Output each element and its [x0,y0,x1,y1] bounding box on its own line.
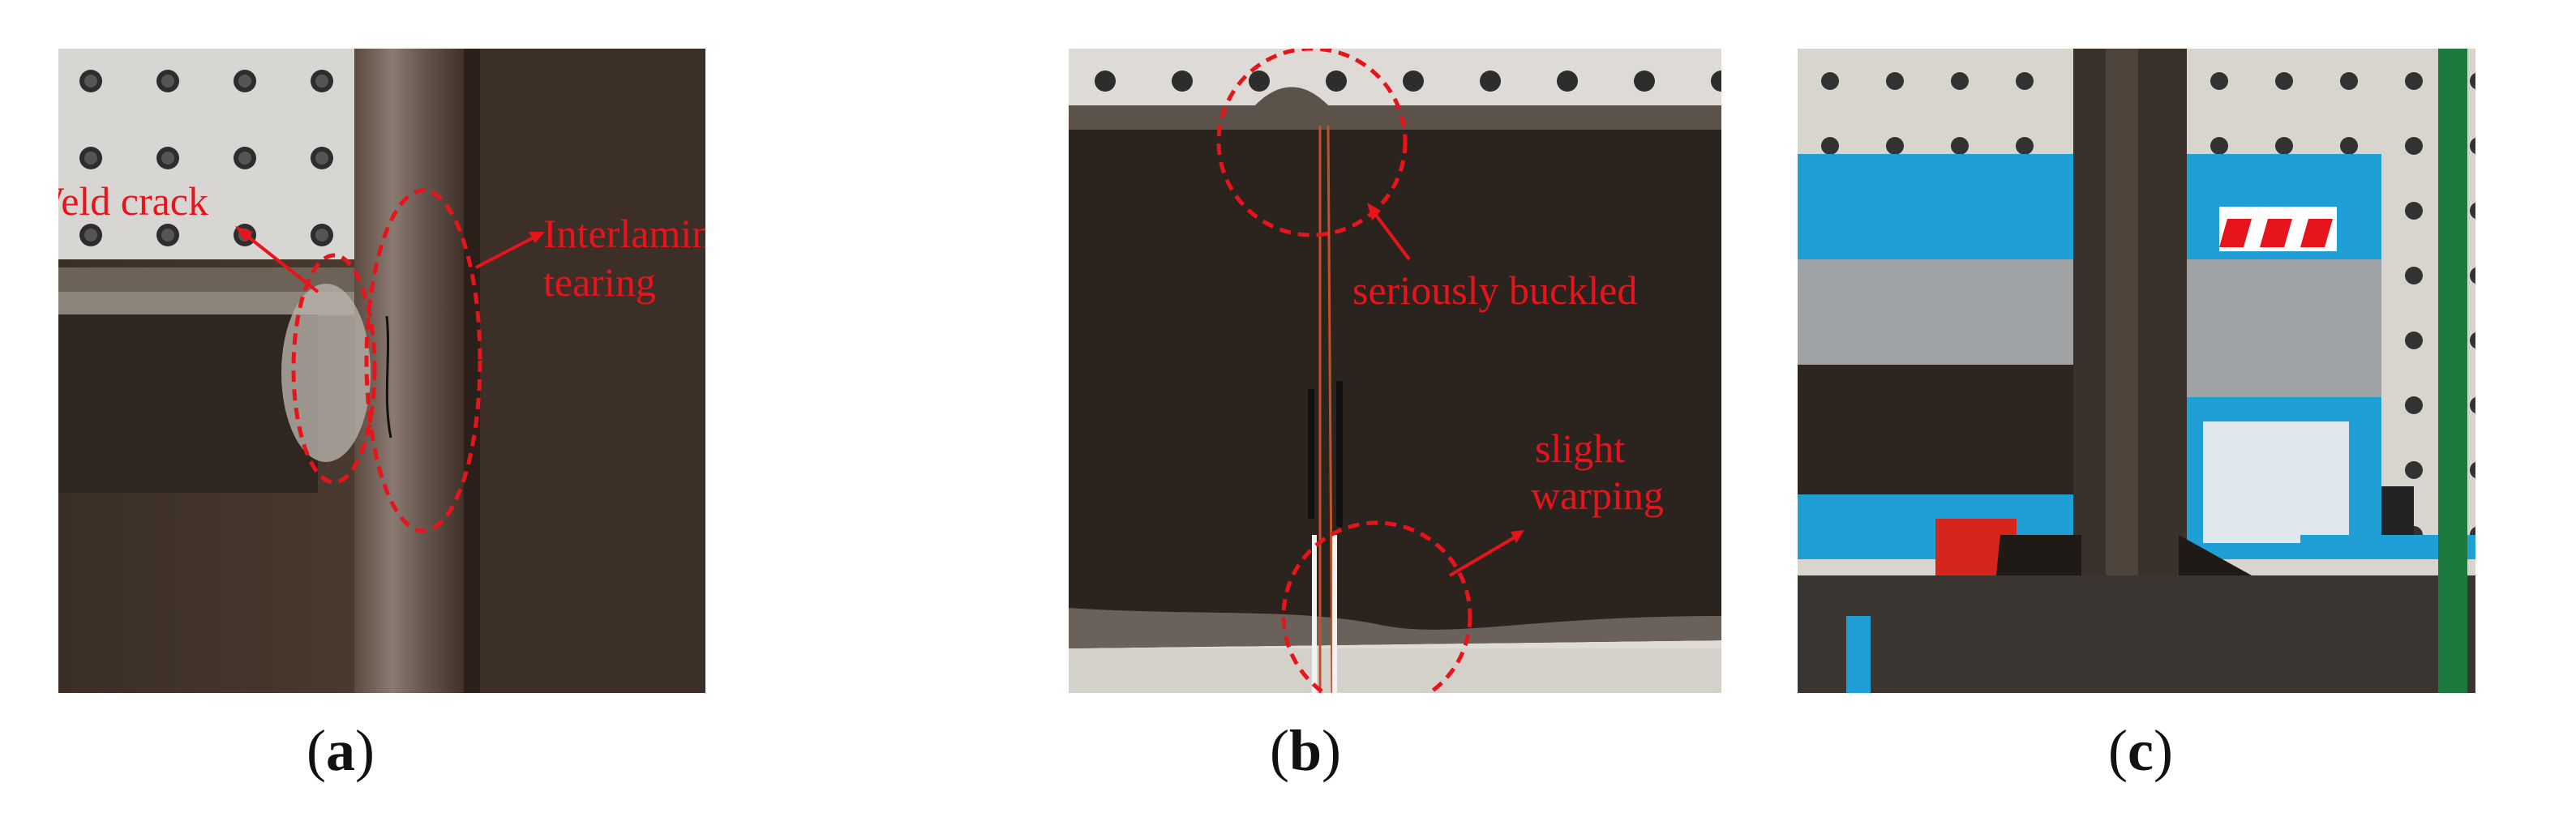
caption-b-letter: b [1288,718,1322,783]
caption-c-letter: c [2128,718,2154,783]
photo-panel-c [1798,49,2475,693]
weld-crack-marker [291,253,377,485]
caption-a-close: ) [355,718,375,783]
top-flange [1069,87,1721,130]
arrow-warping [1448,533,1520,577]
steel-beam [1069,87,1721,648]
annotation-seriously-buckled: seriously buckled [1352,267,1637,313]
arrow-weld-crack [239,229,319,293]
caption-c: (c) [2084,717,2197,785]
annotation-interlaminar: Interlaminar [543,211,705,256]
arrow-buckled [1371,209,1411,261]
photo-panel-b: seriously buckled slight warping [1069,49,1721,693]
crack-line [385,315,392,438]
buckled-marker [1216,49,1408,237]
photo-panel-a: Weld crack Interlaminar tearing [58,49,705,693]
caption-a: (a) [284,717,397,785]
caption-b-close: ) [1322,718,1341,783]
caption-c-close: ) [2153,718,2173,783]
annotation-tearing: tearing [543,259,656,305]
caption-a-letter: a [326,718,355,783]
test-setup-photo [1798,49,2475,693]
buckled-flange-photo: seriously buckled slight warping [1069,49,1721,693]
steel-column [354,49,464,693]
warping-marker [1281,520,1472,693]
caption-a-open: ( [306,718,326,783]
annotation-warping: warping [1531,473,1664,518]
caption-c-open: ( [2108,718,2128,783]
interlaminar-tearing-marker [364,188,482,533]
annotation-weld-crack: Weld crack [58,178,208,224]
bottom-flange [1069,608,1721,648]
weld-crack-photo: Weld crack Interlaminar tearing [58,49,705,693]
green-pole [2438,49,2467,693]
annotation-slight: slight [1535,426,1625,471]
caption-b: (b) [1249,717,1362,785]
arrow-interlaminar [475,233,539,269]
weld-bead [281,284,371,462]
caption-b-open: ( [1269,718,1289,783]
